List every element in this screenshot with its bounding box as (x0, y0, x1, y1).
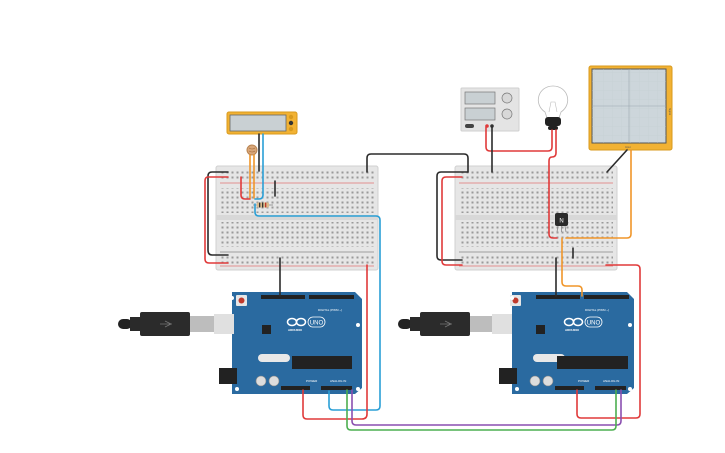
wire-orange[interactable] (565, 149, 632, 239)
transistor-label: N (559, 219, 563, 225)
wire-red[interactable] (485, 126, 553, 152)
wire-red[interactable] (240, 176, 251, 200)
voltage-knob-icon[interactable] (501, 92, 513, 104)
breadboard-right[interactable] (454, 165, 618, 271)
lcd-display[interactable] (226, 111, 298, 135)
board-model-label: UNO (310, 321, 324, 327)
digital-pins-label: DIGITAL (PWM ~) (318, 308, 342, 312)
analog-pins-label: ANALOG IN (603, 379, 619, 383)
arduino-uno-right[interactable]: UNO ARDUINO DIGITAL (PWM ~) POWER ANALOG… (398, 292, 634, 394)
wire-orange[interactable] (561, 237, 583, 297)
power-jack-icon (219, 368, 237, 384)
wire-red[interactable] (441, 176, 463, 266)
arduino-logo-icon (563, 317, 584, 327)
microcontroller-chip (292, 356, 352, 369)
usb-cable-icon (118, 312, 214, 336)
wire-black[interactable] (606, 149, 628, 173)
power-jack-icon (499, 368, 517, 384)
arduino-logo-icon (286, 317, 307, 327)
wire-purple[interactable] (351, 389, 622, 426)
wire-red[interactable] (576, 264, 641, 419)
board-model-label: UNO (587, 321, 601, 327)
wire-black[interactable] (366, 153, 469, 173)
knob-icon (288, 120, 294, 126)
wire-black[interactable] (436, 171, 469, 261)
resistor[interactable] (253, 202, 273, 208)
digital-pins-label: DIGITAL (PWM ~) (585, 308, 609, 312)
wire-blue[interactable] (254, 133, 264, 200)
photoresistor[interactable] (246, 144, 258, 156)
current-knob-icon[interactable] (501, 108, 513, 120)
oscilloscope-side-label: Signal (668, 108, 671, 115)
power-pins-label: POWER (306, 379, 318, 383)
transistor[interactable]: N (555, 213, 568, 233)
arduino-uno-left[interactable]: UNO ARDUINO DIGITAL (PWM ~) POWER ANALOG… (118, 292, 362, 394)
wire-black[interactable] (207, 171, 229, 256)
breadboard-left[interactable] (215, 165, 379, 271)
power-pins-label: POWER (578, 379, 590, 383)
light-bulb[interactable] (537, 85, 569, 130)
negative-terminal-icon (490, 124, 494, 128)
wire-red[interactable] (204, 176, 229, 264)
power-switch[interactable] (465, 124, 474, 128)
wire-green[interactable] (346, 389, 617, 431)
board-brand-label: ARDUINO (565, 328, 580, 332)
wire-red[interactable] (548, 129, 558, 239)
wire-red[interactable] (302, 264, 368, 420)
power-supply[interactable] (460, 87, 520, 132)
knob-icon (288, 114, 294, 120)
analog-pins-label: ANALOG IN (330, 379, 346, 383)
wire-blue[interactable] (254, 203, 381, 411)
board-brand-label: ARDUINO (288, 328, 303, 332)
knob-icon (288, 126, 294, 132)
microcontroller-chip (557, 356, 628, 369)
oscilloscope[interactable]: Signal Input (588, 65, 673, 151)
oscilloscope-input-label: Input (625, 146, 631, 149)
usb-cable-icon (398, 312, 494, 336)
